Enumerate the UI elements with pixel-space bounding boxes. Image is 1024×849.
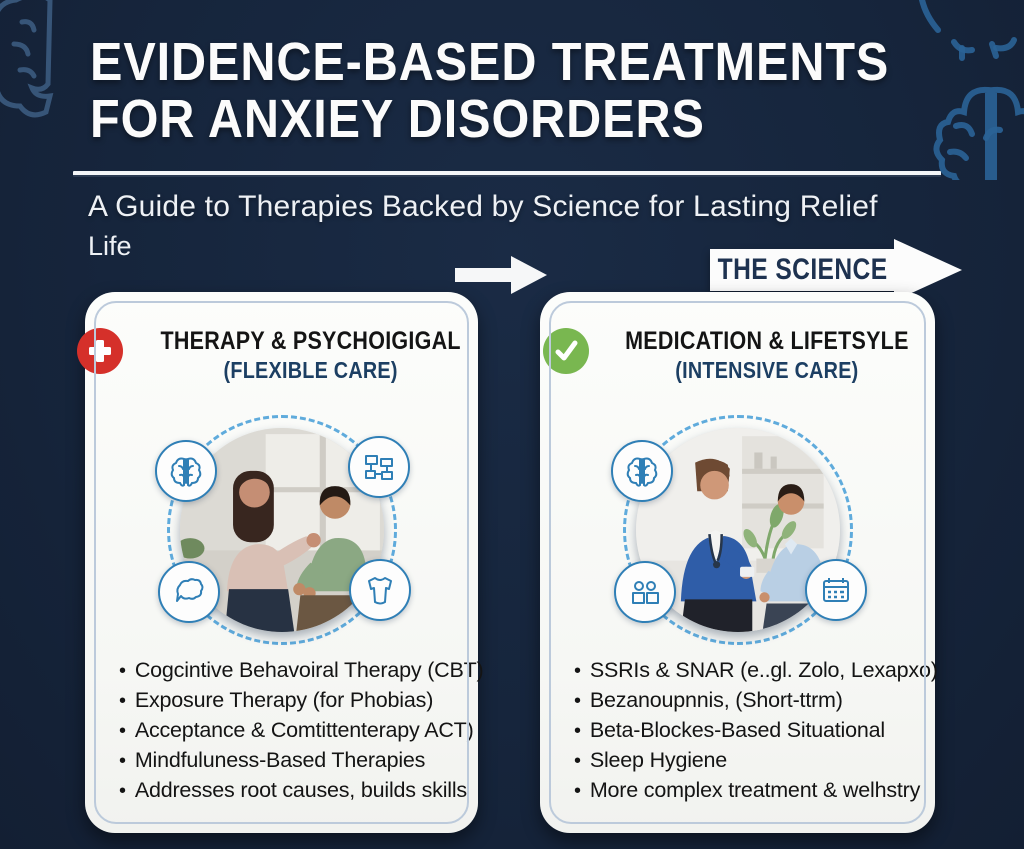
brain-outline-icon (919, 0, 1024, 180)
medication-card: MEDICATION & LIFETSYLE (INTENSIVE CARE) (540, 292, 938, 833)
people-icon (613, 561, 676, 623)
medication-card-titles: MEDICATION & LIFETSYLE (INTENSIVE CARE) (602, 326, 932, 384)
bullet-item: Exposure Therapy (for Phobias) (119, 686, 466, 715)
therapy-card-titles: THERAPY & PSYCHOIGIGAL (FLEXIBLE CARE) (136, 326, 485, 384)
bullet-item: Acceptance & Comtittenterapy ACT) (119, 716, 474, 745)
bullet-item: Addresses root causes, builds skills (119, 776, 467, 805)
therapy-photo-ring (154, 415, 411, 645)
therapy-card: THERAPY & PSYCHOIGIGAL (FLEXIBLE CARE) (77, 292, 484, 833)
medication-photo-ring (610, 415, 867, 645)
title-line-2: FOR ANXIEY DISORDERS (90, 89, 705, 149)
subtitle-secondary: Life (88, 231, 132, 261)
torso-icon (348, 559, 411, 621)
speech-bubble-icon (157, 561, 220, 623)
title-divider (73, 171, 941, 177)
bullet-item: Cogcintive Behavoiral Therapy (CBT) (119, 656, 484, 685)
page-title: EVIDENCE-BASED TREATMENTS FOR ANXIEY DIS… (90, 34, 889, 148)
calendar-icon (804, 559, 867, 621)
bullet-item: Beta-Blockes-Based Situational (574, 716, 923, 745)
therapy-card-title: THERAPY & PSYCHOIGIGAL (160, 327, 462, 355)
brain-outline-icon (0, 0, 54, 118)
medication-bullet-list: SSRIs & SNAR (e..gl. Zolo, Lexapxo) Beza… (574, 656, 938, 806)
bullet-item: SSRIs & SNAR (e..gl. Zolo, Lexapxo) (574, 656, 938, 685)
subtitle: A Guide to Therapies Backed by Science f… (88, 190, 878, 223)
right-arrow-icon (455, 256, 547, 294)
medication-card-title: MEDICATION & LIFETSYLE (625, 327, 909, 355)
medical-cross-icon (77, 328, 124, 374)
dashed-circle (166, 415, 397, 645)
flowchart-icon (347, 436, 410, 498)
medication-card-header: MEDICATION & LIFETSYLE (INTENSIVE CARE) (540, 326, 935, 384)
science-banner-label: THE SCIENCE (718, 253, 888, 286)
brain-icon (610, 440, 673, 502)
therapy-bullet-list: Cogcintive Behavoiral Therapy (CBT) Expo… (119, 656, 484, 806)
bullet-item: Mindfuluness-Based Therapies (119, 746, 466, 775)
bullet-item: Sleep Hygiene (574, 746, 923, 775)
therapy-card-care-level: (FLEXIBLE CARE) (223, 357, 399, 383)
arrow-banner-head (894, 239, 962, 301)
therapy-card-header: THERAPY & PSYCHOIGIGAL (FLEXIBLE CARE) (77, 326, 478, 384)
title-line-1: EVIDENCE-BASED TREATMENTS (90, 32, 890, 92)
science-banner: THE SCIENCE (710, 249, 896, 291)
dashed-circle (622, 415, 853, 645)
checkmark-icon (543, 328, 590, 374)
medication-card-care-level: (INTENSIVE CARE) (675, 357, 859, 383)
bullet-item: Bezanoupnnis, (Short-ttrm) (574, 686, 923, 715)
brain-icon (154, 440, 217, 502)
bullet-item: More complex treatment & welhstry (574, 776, 923, 805)
